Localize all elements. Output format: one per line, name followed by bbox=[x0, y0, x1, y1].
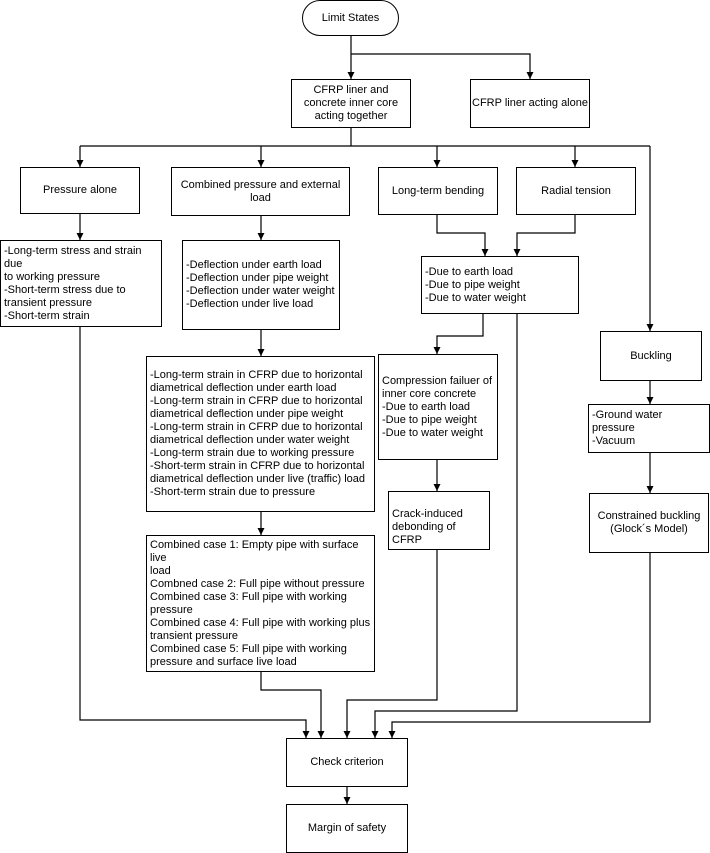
node-pressure-effects: -Long-term stress and strain due to work… bbox=[0, 240, 162, 327]
arrow-loads-to-check bbox=[371, 314, 518, 738]
node-constrained-buckling: Constrained buckling (Glock´s Model) bbox=[589, 493, 709, 553]
arrow-limit-to-alone bbox=[351, 53, 534, 79]
node-pressure-alone: Pressure alone bbox=[20, 167, 140, 214]
arrow-effects-to-check bbox=[79, 327, 310, 738]
node-check-criterion: Check criterion bbox=[286, 738, 408, 787]
node-cfrp-with-core: CFRP liner and concrete inner core actin… bbox=[291, 79, 411, 128]
node-buckling-loads: -Ground water pressure -Vacuum bbox=[588, 404, 710, 453]
node-buckling: Buckling bbox=[600, 331, 702, 381]
arrow-crack-to-check bbox=[343, 550, 438, 738]
node-long-term-bending: Long-term bending bbox=[378, 167, 498, 215]
node-strains: -Long-term strain in CFRP due to horizon… bbox=[146, 356, 375, 512]
arrow-radial-to-loads bbox=[513, 215, 576, 256]
arrow-constrained-to-check bbox=[388, 553, 651, 738]
node-deflections: -Deflection under earth load -Deflection… bbox=[182, 240, 340, 330]
node-bending-loads: -Due to earth load -Due to pipe weight -… bbox=[421, 256, 579, 314]
node-combined-pressure: Combined pressure and external load bbox=[171, 167, 350, 216]
arrow-loads-to-compression bbox=[433, 314, 484, 354]
node-radial-tension: Radial tension bbox=[516, 167, 636, 215]
node-compression-failure: Compression failuer of inner core concre… bbox=[378, 354, 498, 460]
node-cfrp-alone: CFRP liner acting alone bbox=[470, 79, 590, 128]
node-limit-states: Limit States bbox=[302, 0, 399, 36]
node-crack-debonding: Crack-induced debonding of CFRP bbox=[388, 491, 490, 550]
arrow-bending-to-loads bbox=[436, 215, 489, 256]
node-combined-cases: Combined case 1: Empty pipe with surface… bbox=[146, 535, 375, 672]
arrow-cases-to-check bbox=[260, 672, 325, 738]
node-margin-of-safety: Margin of safety bbox=[286, 804, 408, 853]
